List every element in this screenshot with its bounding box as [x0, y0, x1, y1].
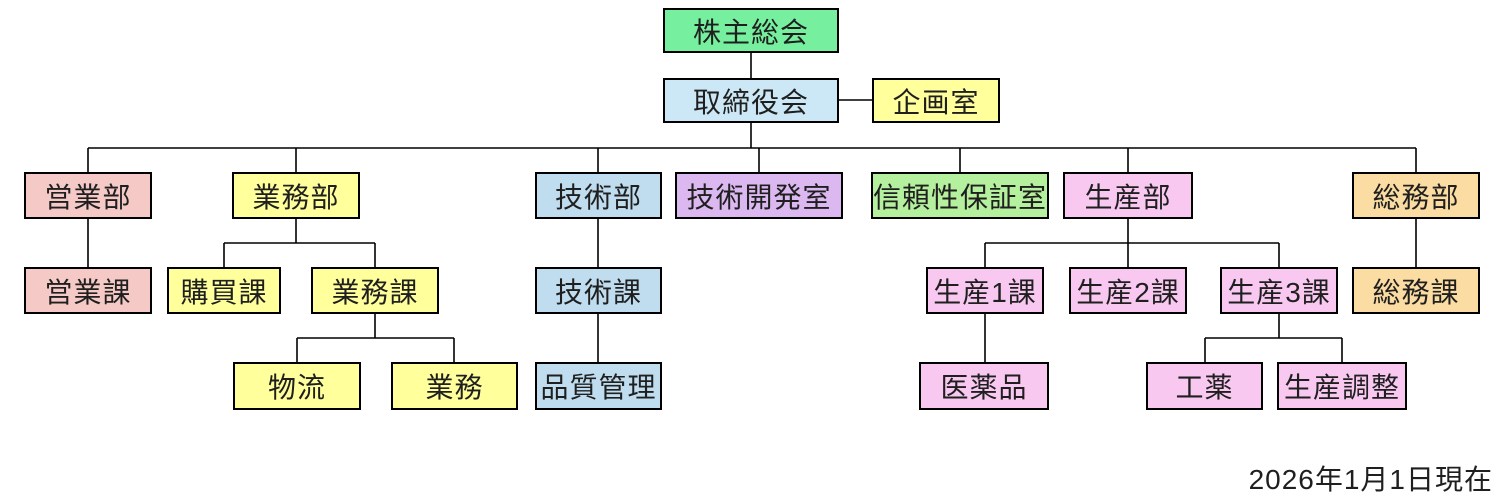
org-node-label: 株主総会: [692, 16, 809, 48]
org-node-label: 技術課: [554, 276, 642, 308]
org-node-label: 生産2課: [1076, 276, 1180, 308]
org-node-engineering-section: 技術課: [535, 267, 662, 314]
org-node-reliability-assurance-office: 信頼性保証室: [871, 172, 1049, 219]
org-node-shareholders-meeting: 株主総会: [663, 8, 839, 53]
org-node-industrial-chemicals: 工薬: [1146, 362, 1263, 410]
org-node-label: 技術開発室: [686, 181, 832, 213]
org-node-production-section-3: 生産3課: [1220, 267, 1338, 314]
org-node-label: 生産3課: [1227, 276, 1331, 308]
org-node-general-affairs-dept: 総務部: [1352, 172, 1480, 219]
org-node-label: 技術部: [554, 181, 642, 213]
org-node-label: 取締役会: [692, 86, 809, 118]
org-node-label: 工薬: [1175, 372, 1234, 403]
org-node-production-coordination: 生産調整: [1277, 362, 1407, 410]
org-node-label: 企画室: [892, 86, 980, 118]
org-node-label: 購買課: [180, 276, 268, 308]
org-node-quality-control: 品質管理: [535, 362, 662, 410]
org-node-production-section-1: 生産1課: [926, 267, 1044, 314]
org-node-label: 業務: [425, 372, 484, 403]
org-node-operations-section: 業務課: [311, 267, 439, 314]
org-node-production-dept: 生産部: [1063, 172, 1193, 219]
org-node-sales-dept: 営業部: [24, 172, 152, 219]
as-of-date-note: 2026年1月1日現在: [1248, 464, 1493, 495]
org-node-purchasing-section: 購買課: [167, 267, 281, 314]
org-node-engineering-dept: 技術部: [535, 172, 662, 219]
org-node-board-of-directors: 取締役会: [663, 78, 839, 123]
org-node-label: 生産1課: [933, 276, 1037, 308]
org-node-label: 総務課: [1372, 276, 1460, 308]
org-node-label: 信頼性保証室: [873, 181, 1048, 213]
org-node-production-section-2: 生産2課: [1069, 267, 1187, 314]
org-node-general-affairs-section: 総務課: [1352, 267, 1480, 314]
org-node-sales-section: 営業課: [24, 267, 152, 314]
org-node-logistics: 物流: [233, 362, 361, 410]
org-node-label: 総務部: [1372, 181, 1460, 213]
org-node-planning-office: 企画室: [872, 78, 1000, 123]
org-node-label: 品質管理: [540, 372, 657, 403]
org-node-tech-development-office: 技術開発室: [675, 172, 843, 219]
org-node-label: 業務部: [252, 181, 340, 213]
org-node-label: 生産部: [1084, 181, 1172, 213]
org-node-label: 物流: [267, 372, 326, 403]
org-node-operations: 業務: [391, 362, 518, 410]
org-node-label: 営業課: [44, 276, 132, 308]
org-node-label: 営業部: [44, 181, 132, 213]
org-node-operations-dept: 業務部: [232, 172, 360, 219]
org-node-label: 医薬品: [940, 372, 1028, 403]
org-node-label: 業務課: [331, 276, 419, 308]
org-node-label: 生産調整: [1283, 372, 1400, 403]
org-node-pharmaceuticals: 医薬品: [919, 362, 1049, 410]
